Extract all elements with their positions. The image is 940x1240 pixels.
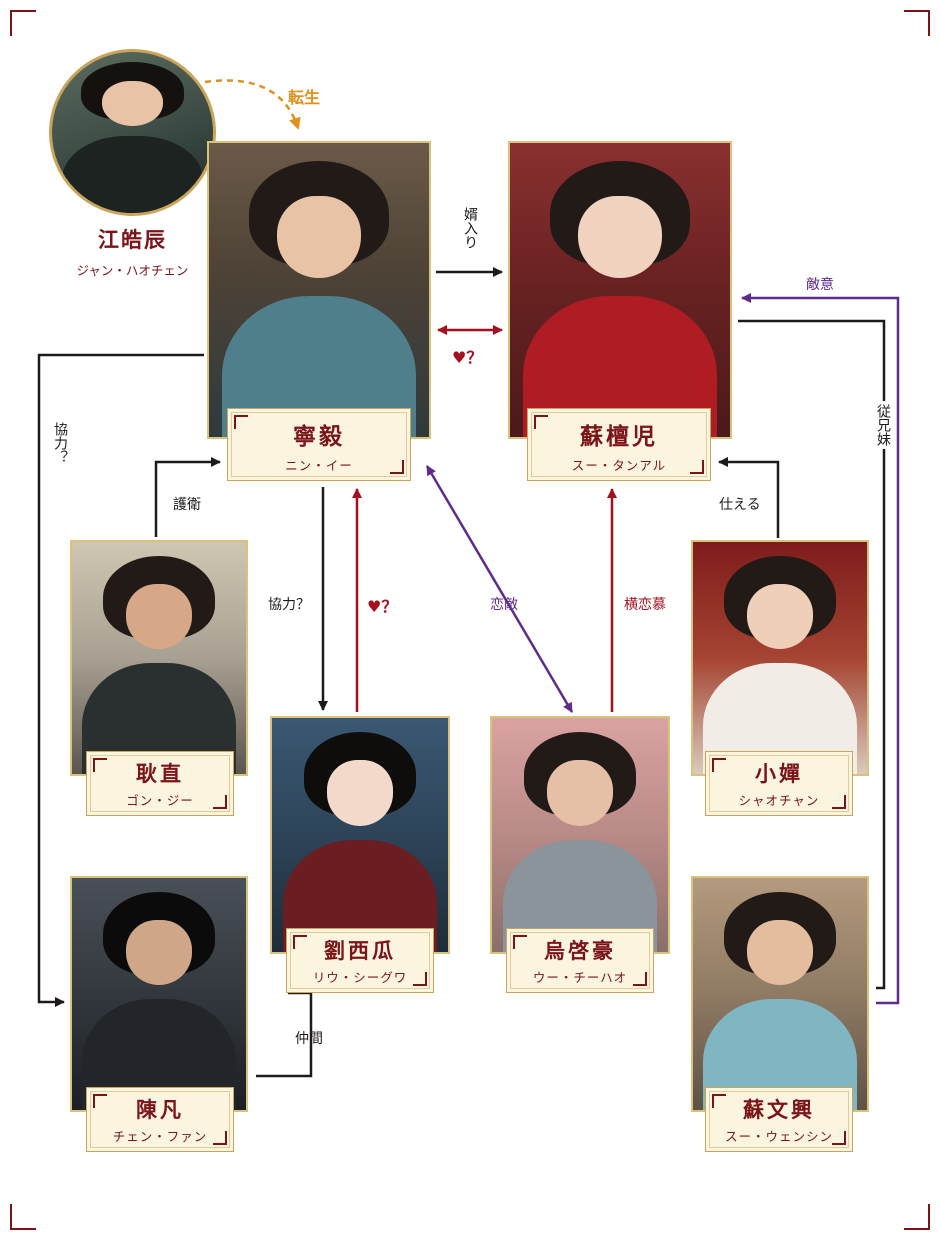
name-kanji: 蘇檀児	[580, 423, 658, 450]
name-kana: リウ・シーグワ	[312, 970, 408, 985]
card-ornament	[513, 935, 527, 949]
portrait-ning	[207, 141, 431, 439]
name-kanji: 烏啓豪	[544, 938, 616, 963]
name-kana: スー・タンアル	[571, 458, 667, 473]
label-coop-q-vertical: 協力？	[52, 422, 68, 464]
line-reincarnation	[204, 79, 301, 130]
namecard-frame	[90, 755, 230, 812]
frame-corner-top-right	[904, 10, 930, 36]
line-cousins	[738, 319, 886, 990]
label-reincarnation: 転生	[288, 88, 321, 107]
label-love-q: ♥？	[452, 348, 483, 367]
portrait-liu	[270, 716, 450, 954]
portrait-su-tan	[508, 141, 732, 439]
name-kana: ニン・イー	[285, 458, 353, 473]
namecard-chen: 陳凡 チェン・ファン	[86, 1087, 234, 1152]
namecard-frame	[709, 1091, 849, 1148]
label-marry-in: 婿入り	[462, 207, 478, 249]
label-rival: 恋敵	[490, 597, 518, 613]
name-kanji: 陳凡	[136, 1097, 184, 1122]
label-guard: 護衛	[173, 497, 201, 513]
frame-corner-bottom-right	[904, 1204, 930, 1230]
label-one-sided: 横恋慕	[624, 597, 666, 613]
line-guard	[154, 457, 221, 537]
label-enmity: 敵意	[806, 277, 834, 293]
name-kana: ウー・チーハオ	[532, 970, 628, 985]
portrait-jiang	[49, 49, 216, 216]
card-ornament	[534, 415, 548, 429]
line-enmity	[741, 293, 900, 1005]
name-kana: チェン・ファン	[112, 1129, 208, 1144]
name-kana: シャオチャン	[738, 793, 820, 808]
namecard-frame	[709, 755, 849, 812]
namecard-gen: 耿直 ゴン・ジー	[86, 751, 234, 816]
namecard-su-wen: 蘇文興 スー・ウェンシン	[705, 1087, 853, 1152]
name-kanji: 寧毅	[293, 423, 345, 450]
namecard-frame	[90, 1091, 230, 1148]
label-cousins: 従兄妹	[873, 401, 893, 449]
name-jiang-kanji: 江皓辰	[98, 227, 167, 252]
label-coop-q: 協力？	[268, 597, 310, 613]
card-ornament	[712, 758, 726, 772]
card-ornament	[213, 1131, 227, 1145]
namecard-xiao: 小嬋 シャオチャン	[705, 751, 853, 816]
namecard-frame	[510, 932, 650, 989]
label-companion: 仲間	[295, 1031, 323, 1047]
name-kana: スー・ウェンシン	[724, 1129, 833, 1144]
line-companion	[256, 991, 313, 1078]
portrait-gen	[70, 540, 248, 776]
name-kanji: 小嬋	[755, 761, 803, 786]
line-rival	[425, 465, 574, 713]
namecard-ning: 寧毅 ニン・イー	[227, 408, 411, 481]
name-kanji: 耿直	[136, 761, 184, 786]
portrait-su-wen	[691, 876, 869, 1112]
portrait-xiao	[691, 540, 869, 776]
card-ornament	[213, 795, 227, 809]
card-ornament	[832, 1131, 846, 1145]
card-ornament	[633, 972, 647, 986]
portrait-wu	[490, 716, 670, 954]
namecard-frame	[231, 412, 407, 477]
frame-corner-top-left	[10, 10, 36, 36]
name-kana: ゴン・ジー	[126, 793, 194, 808]
line-serve	[718, 457, 780, 538]
card-ornament	[93, 758, 107, 772]
card-ornament	[712, 1094, 726, 1108]
label-love-q2: ♥？	[367, 597, 398, 616]
namecard-wu: 烏啓豪 ウー・チーハオ	[506, 928, 654, 993]
name-kanji: 劉西瓜	[324, 938, 396, 963]
namecard-liu: 劉西瓜 リウ・シーグワ	[286, 928, 434, 993]
portrait-chen	[70, 876, 248, 1112]
card-ornament	[413, 972, 427, 986]
card-ornament	[234, 415, 248, 429]
namecard-su-tan: 蘇檀児 スー・タンアル	[527, 408, 711, 481]
frame-corner-bottom-left	[10, 1204, 36, 1230]
card-ornament	[832, 795, 846, 809]
namecard-frame	[290, 932, 430, 989]
name-kanji: 蘇文興	[743, 1097, 815, 1122]
name-jiang-kana: ジャン・ハオチェン	[76, 263, 189, 278]
namecard-frame	[531, 412, 707, 477]
card-ornament	[690, 460, 704, 474]
line-ning-chen-coop	[37, 353, 204, 1007]
card-ornament	[293, 935, 307, 949]
label-serve: 仕える	[719, 497, 761, 513]
card-ornament	[390, 460, 404, 474]
card-ornament	[93, 1094, 107, 1108]
